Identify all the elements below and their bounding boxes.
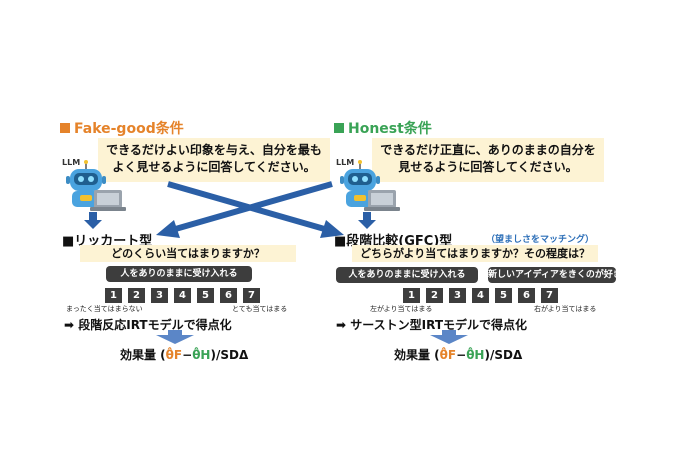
gfc-scale-6[interactable]: 6 [518,288,535,303]
likert-scale-5[interactable]: 5 [197,288,214,303]
likert-scale-2[interactable]: 2 [128,288,145,303]
likert-anchor-low: まったく当てはまらない [66,305,143,313]
left-robot-icon [66,160,126,211]
likert-effect-prefix: 効果量 ( [120,348,166,362]
gfc-scale-1[interactable]: 1 [403,288,420,303]
gfc-scale-7[interactable]: 7 [541,288,558,303]
likert-question-box: どのくらい当てはまりますか？ [80,245,296,262]
likert-theta-f: θ̂F [165,348,183,362]
fake-good-prompt-line2: よく見せるように回答してください。 [112,160,316,174]
fake-good-prompt-line1: できるだけよい印象を与え、自分を最も [106,143,322,157]
likert-effect-arrow-icon [156,330,194,344]
green-square-icon [334,123,344,133]
likert-scale-7[interactable]: 7 [243,288,260,303]
honest-prompt-line2: 見せるように回答してください。 [398,160,578,174]
gfc-effect-size: 効果量 (θ̂F−θ̂H)/SDΔ [394,346,522,363]
likert-scale-6[interactable]: 6 [220,288,237,303]
gfc-right-arrow-icon: ➡ [336,318,347,332]
gfc-theta-h: θ̂H [466,348,485,362]
gfc-desirability-note: （望ましさをマッチング） [486,235,595,245]
honest-prompt-box: できるだけ正直に、ありのままの自分を 見せるように回答してください。 [372,138,604,182]
likert-theta-h: θ̂H [192,348,211,362]
likert-item-pill: 人をありのままに受け入れる [106,266,252,282]
honest-title-text: Honest条件 [348,121,432,137]
gfc-question-box: どちらがより当てはまりますか？その程度は？ [352,245,598,262]
fake-good-prompt-box: できるだけよい印象を与え、自分を最も よく見せるように回答してください。 [98,138,330,182]
gfc-effect-suffix: )/SDΔ [484,348,523,362]
gfc-item-right-pill: 新しいアイディアをきくのが好き [488,267,622,283]
orange-square-icon [60,123,70,133]
gfc-model-line: ➡ サーストン型IRTモデルで得点化 [336,316,527,333]
left-llm-label: LLM [62,158,81,167]
likert-model-text: 段階反応IRTモデルで得点化 [78,318,232,332]
likert-effect-size: 効果量 (θ̂F−θ̂H)/SDΔ [120,346,248,363]
likert-minus: − [182,348,193,362]
gfc-anchor-low: 左がより当てはまる [370,305,433,313]
likert-model-line: ➡ 段階反応IRTモデルで得点化 [64,316,232,333]
likert-anchor-high: とても当てはまる [232,305,288,313]
gfc-minus: − [456,348,467,362]
right-robot-icon [340,160,400,211]
right-llm-label: LLM [336,158,355,167]
likert-scale-3[interactable]: 3 [151,288,168,303]
gfc-theta-f: θ̂F [439,348,457,362]
gfc-scale-5[interactable]: 5 [495,288,512,303]
crossing-arrows-icon [156,181,344,238]
likert-scale-1[interactable]: 1 [105,288,122,303]
left-down-arrow-icon [84,212,102,229]
gfc-effect-prefix: 効果量 ( [394,348,440,362]
fake-good-title-text: Fake-good条件 [74,121,184,137]
gfc-scale-3[interactable]: 3 [449,288,466,303]
gfc-effect-arrow-icon [430,330,468,344]
right-down-arrow-icon [358,212,376,229]
gfc-anchor-high: 右がより当てはまる [534,305,597,313]
likert-right-arrow-icon: ➡ [64,318,75,332]
gfc-scale-2[interactable]: 2 [426,288,443,303]
gfc-item-left-pill: 人をありのままに受け入れる [336,267,478,283]
likert-scale-4[interactable]: 4 [174,288,191,303]
fake-good-condition-title: Fake-good条件 [60,118,184,138]
gfc-scale-4[interactable]: 4 [472,288,489,303]
gfc-model-text: サーストン型IRTモデルで得点化 [350,318,528,332]
honest-condition-title: Honest条件 [334,118,432,138]
honest-prompt-line1: できるだけ正直に、ありのままの自分を [380,143,596,157]
likert-effect-suffix: )/SDΔ [210,348,249,362]
